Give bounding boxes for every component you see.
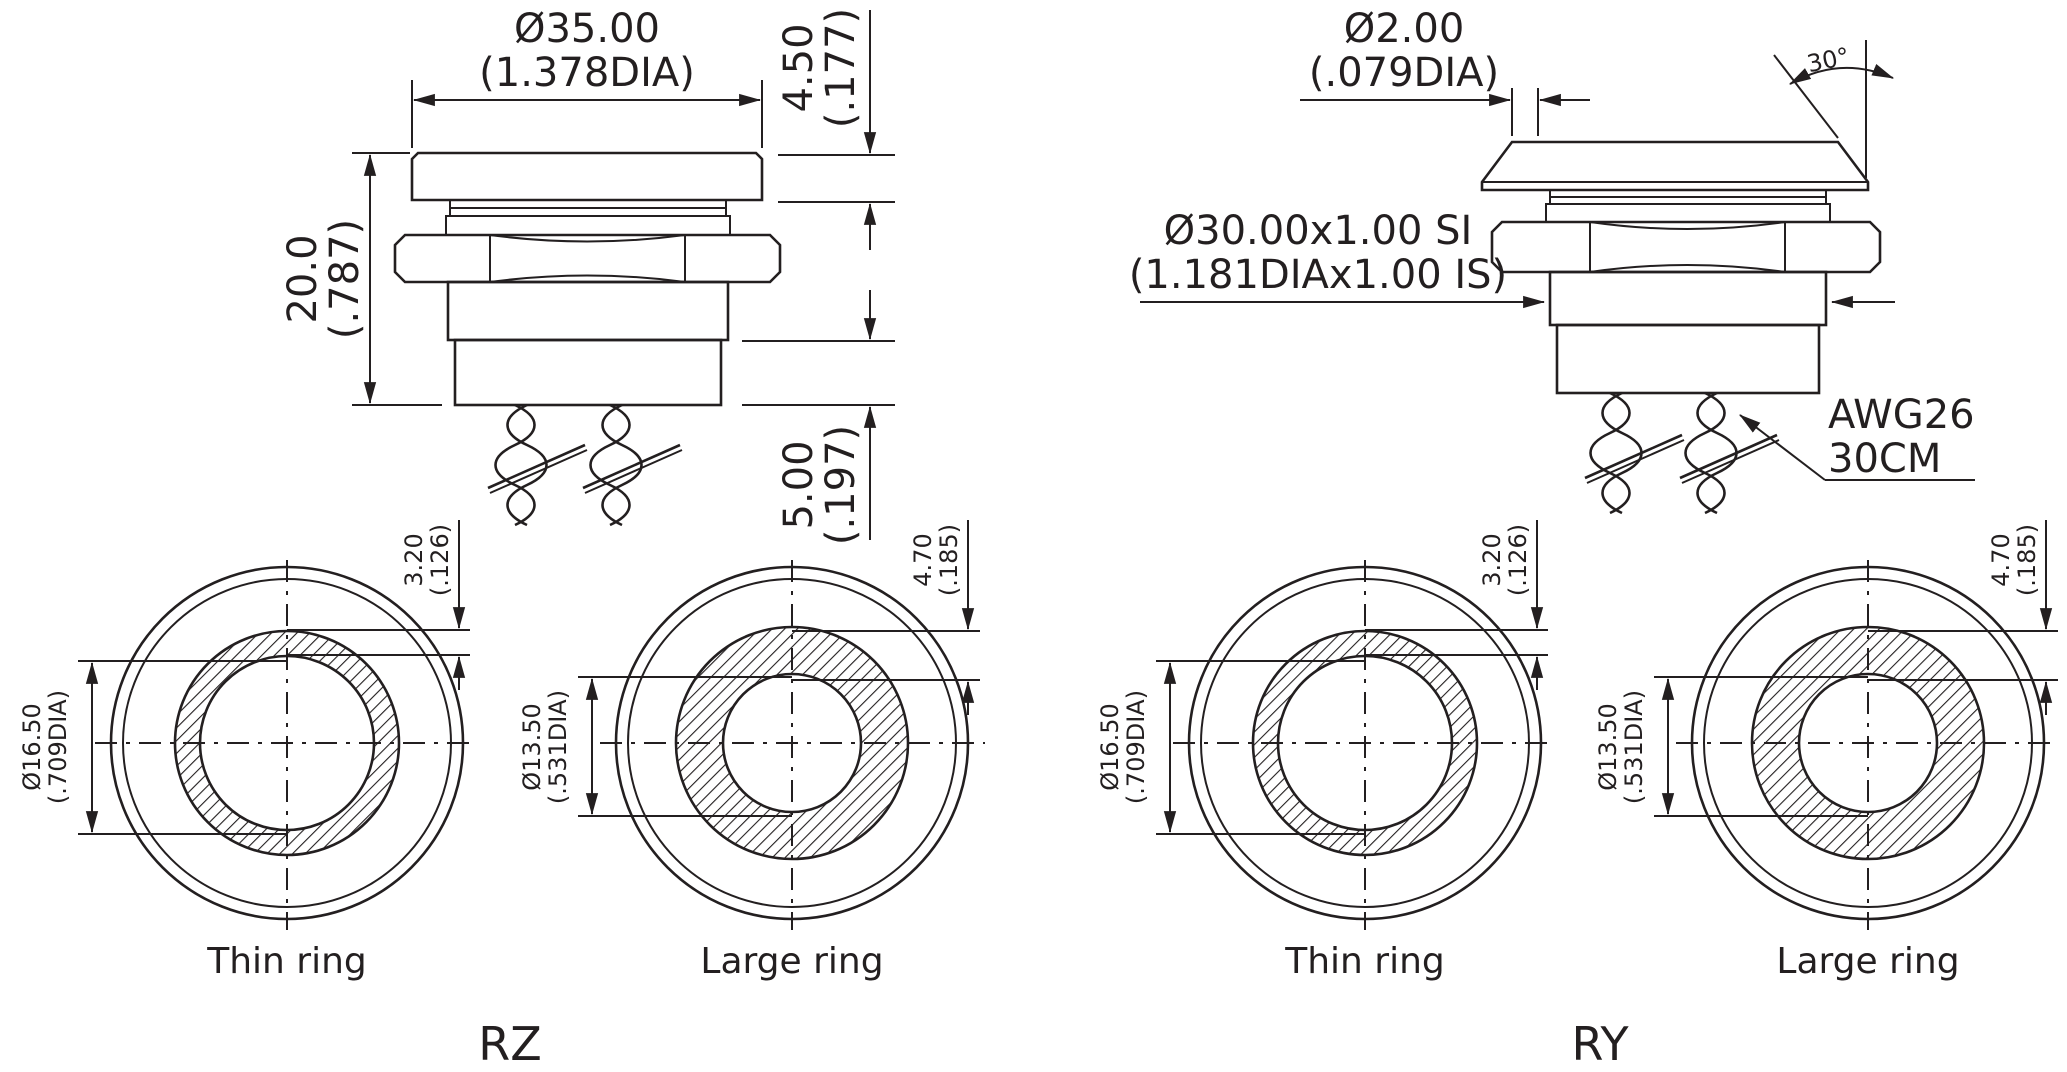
ry-thin-ring-in: (.126) bbox=[1504, 524, 1532, 596]
rz-thin-ring-in: (.126) bbox=[426, 524, 454, 596]
ry-large-dia-mm: Ø13.50 bbox=[1594, 703, 1622, 791]
rz-thin-dia-mm: Ø16.50 bbox=[18, 703, 46, 791]
rz-large-ring-view: Ø13.50 (.531DIA) 4.70 (.185) Large ring bbox=[518, 520, 985, 982]
rz-height-mm: 20.0 bbox=[280, 234, 326, 323]
rz-nut bbox=[393, 233, 782, 284]
rz-large-dia-mm: Ø13.50 bbox=[518, 703, 546, 791]
rz-large-ring-mm: 4.70 bbox=[909, 533, 937, 586]
rz-diameter-mm: Ø35.00 bbox=[514, 6, 660, 52]
ry-angle: 30° bbox=[1805, 42, 1852, 78]
rz-model-label: RZ bbox=[478, 1017, 541, 1071]
ry-nut bbox=[1490, 220, 1882, 274]
ry-large-ring-view: Ø13.50 (.531DIA) 4.70 (.185) Large ring bbox=[1594, 520, 2058, 982]
ry-model-label: RY bbox=[1571, 1017, 1629, 1071]
rz-cap bbox=[410, 151, 764, 202]
rz-cap-height-mm: 4.50 bbox=[776, 23, 822, 112]
ry-large-ring-in: (.185) bbox=[2013, 524, 2041, 596]
rz-large-ring-caption: Large ring bbox=[700, 941, 883, 982]
ry-thin-dia-in: (.709DIA) bbox=[1122, 690, 1150, 804]
ry-side-view: Ø2.00 (.079DIA) 30° Ø30.00x1.00 SI (1.18… bbox=[1129, 6, 1975, 515]
ry-large-ring-caption: Large ring bbox=[1776, 941, 1959, 982]
ry-hole-mm: Ø2.00 bbox=[1344, 6, 1465, 52]
rz-diameter-in: (1.378DIA) bbox=[479, 50, 695, 96]
rz-thin-ring-mm: 3.20 bbox=[400, 533, 428, 586]
ry-thread-in: (1.181DIAx1.00 IS) bbox=[1129, 252, 1507, 298]
ry-large-ring-mm: 4.70 bbox=[1987, 533, 2015, 586]
rz-lead-in: (.197) bbox=[818, 425, 864, 545]
ry-wire-length: 30CM bbox=[1828, 436, 1941, 482]
ry-thread-mm: Ø30.00x1.00 SI bbox=[1164, 208, 1473, 254]
rz-large-ring-in: (.185) bbox=[935, 524, 963, 596]
ry-hole-in: (.079DIA) bbox=[1309, 50, 1499, 96]
ry-wire-gauge: AWG26 bbox=[1828, 392, 1975, 438]
rz-lead-mm: 5.00 bbox=[776, 440, 822, 529]
ry-cap bbox=[1480, 140, 1870, 192]
ry-thin-ring-caption: Thin ring bbox=[1284, 941, 1445, 982]
rz-cap-height-in: (.177) bbox=[818, 8, 864, 128]
rz-thin-ring-view: Ø16.50 (.709DIA) 3.20 (.126) Thin ring bbox=[18, 520, 475, 982]
rz-thin-dia-in: (.709DIA) bbox=[44, 690, 72, 804]
ry-thin-dia-mm: Ø16.50 bbox=[1096, 703, 1124, 791]
ry-thin-ring-mm: 3.20 bbox=[1478, 533, 1506, 586]
ry-thin-ring-view: Ø16.50 (.709DIA) 3.20 (.126) Thin ring bbox=[1096, 520, 1553, 982]
rz-side-view: Ø35.00 (1.378DIA) 20.0 (.787) 4.50 (.177… bbox=[280, 6, 895, 545]
ry-large-dia-in: (.531DIA) bbox=[1620, 690, 1648, 804]
rz-large-dia-in: (.531DIA) bbox=[544, 690, 572, 804]
rz-thin-ring-caption: Thin ring bbox=[206, 941, 367, 982]
rz-height-in: (.787) bbox=[322, 219, 368, 339]
